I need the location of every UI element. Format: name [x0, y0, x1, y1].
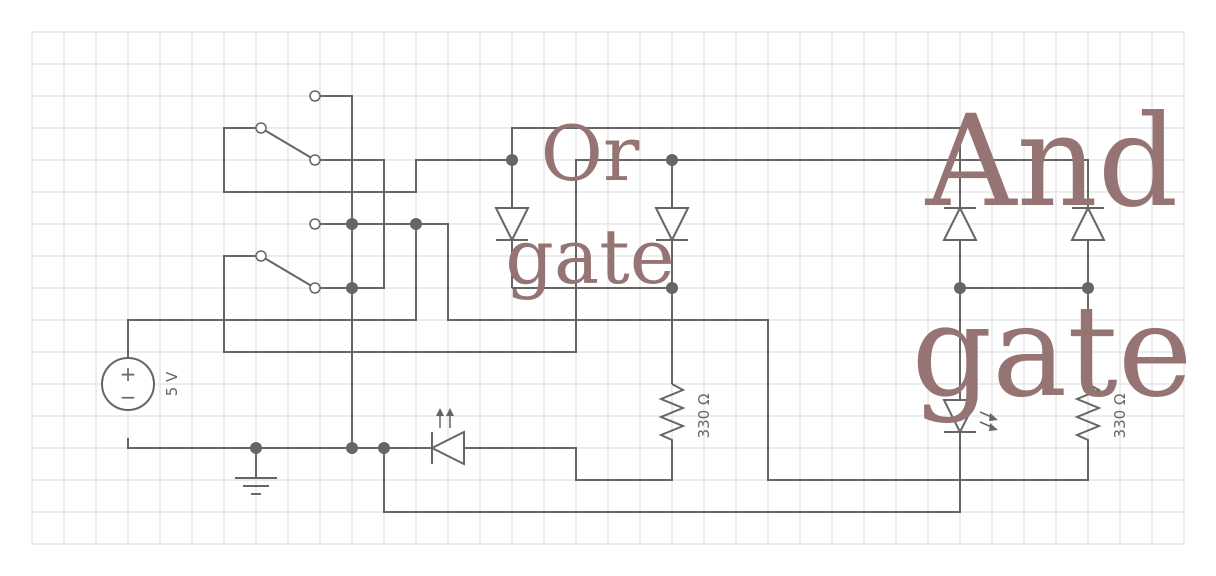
junction-dot — [666, 154, 678, 166]
led-body — [429, 430, 465, 466]
wire — [127, 224, 417, 358]
and-gate-label-line2: gate — [912, 278, 1193, 425]
or-gate-label-line2: gate — [505, 212, 674, 301]
switch-terminal — [255, 122, 267, 134]
diode-or-a — [494, 207, 530, 243]
wire — [223, 159, 1089, 353]
voltage-source: + − 5 V — [101, 357, 181, 411]
resistor-or: 330 Ω — [658, 383, 713, 448]
wire — [315, 95, 353, 448]
ground-symbol — [235, 448, 277, 495]
voltage-source-minus: − — [120, 385, 137, 409]
wires — [127, 95, 1089, 513]
diode-body — [654, 207, 690, 243]
led-body — [942, 399, 978, 435]
junction-dot — [666, 282, 678, 294]
resistor-zigzag — [1074, 383, 1102, 448]
switch-terminal — [309, 90, 321, 102]
resistor-label: 330 Ω — [1111, 394, 1129, 439]
voltage-source-label: 5 V — [163, 371, 181, 396]
wire — [127, 438, 432, 449]
annotations: Or gate And gate — [505, 88, 1192, 425]
junction-dot — [1082, 282, 1094, 294]
switch-lever — [260, 127, 316, 161]
wire — [223, 127, 961, 208]
junction-dot — [954, 282, 966, 294]
switch-terminal — [309, 282, 321, 294]
diode-or-b — [654, 207, 690, 243]
led-emission-arrows — [979, 411, 998, 431]
led — [429, 408, 465, 466]
junction-dot — [378, 442, 390, 454]
led-emission-arrows — [436, 408, 454, 428]
wire — [315, 223, 1089, 481]
diode-body — [1070, 205, 1106, 241]
resistor-zigzag — [658, 383, 686, 448]
diode-and-b — [1070, 205, 1106, 241]
switch-terminal — [309, 154, 321, 166]
junction-dot — [346, 218, 358, 230]
or-gate-label-line1: Or — [541, 109, 640, 198]
switch-lever — [260, 255, 316, 289]
junction-dot — [410, 218, 422, 230]
resistor-and: 330 Ω — [1074, 383, 1129, 448]
voltage-source-plus: + — [120, 362, 137, 386]
diode-body — [494, 207, 530, 243]
switch-terminal — [255, 250, 267, 262]
voltage-source-circle — [101, 357, 155, 411]
junctions — [250, 154, 1094, 454]
junction-dot — [346, 282, 358, 294]
led-and — [942, 399, 998, 435]
switch-terminal — [309, 218, 321, 230]
switch-2 — [255, 218, 321, 294]
junction-dot — [506, 154, 518, 166]
wire — [464, 447, 673, 481]
switch-1 — [255, 90, 321, 166]
wire — [383, 432, 961, 513]
junction-dot — [346, 442, 358, 454]
diode-and-a — [942, 205, 978, 241]
and-gate-label-line1: And — [925, 88, 1179, 235]
resistor-label: 330 Ω — [695, 394, 713, 439]
junction-dot — [250, 442, 262, 454]
diode-body — [942, 205, 978, 241]
